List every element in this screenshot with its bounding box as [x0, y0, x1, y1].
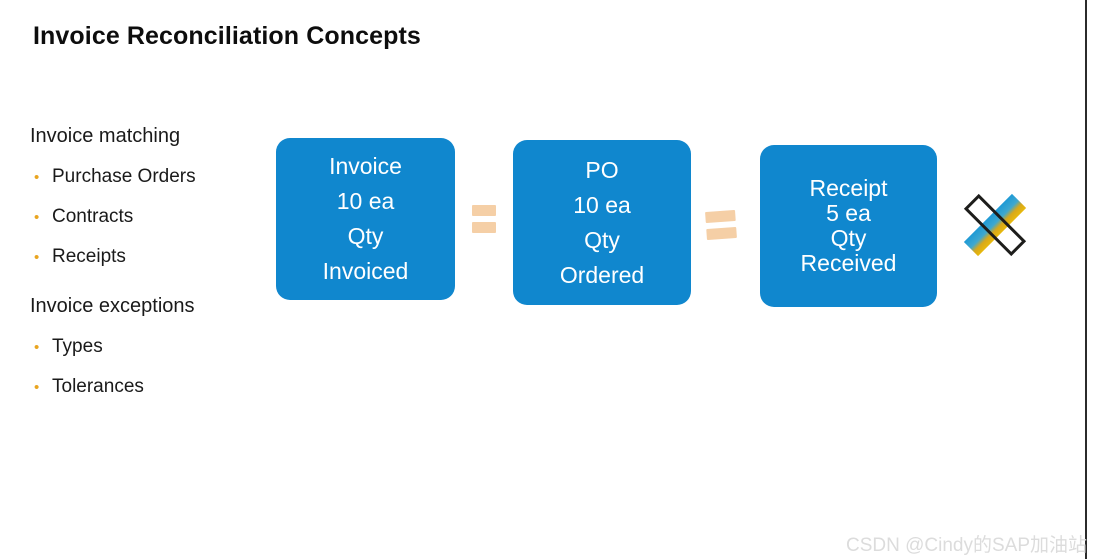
flow-box-receipt-line-2: 5 ea — [826, 200, 871, 226]
bullet-dot-icon: • — [34, 209, 40, 226]
bullet-dot-icon: • — [34, 339, 40, 356]
list-item: • Purchase Orders — [30, 167, 280, 186]
outline-panel: Invoice matching • Purchase Orders • Con… — [30, 126, 280, 396]
bullet-dot-icon: • — [34, 249, 40, 266]
list-item: • Types — [30, 337, 280, 356]
list-item-label: Tolerances — [52, 376, 144, 397]
equals-bar-top — [472, 205, 496, 216]
flow-box-po: PO 10 ea Qty Ordered — [513, 140, 691, 305]
flow-box-po-line-3: Qty — [584, 226, 620, 253]
flow-box-receipt: Receipt 5 ea Qty Received — [760, 145, 937, 307]
outline-heading-invoice-matching: Invoice matching — [30, 125, 181, 147]
flow-box-po-line-2: 10 ea — [573, 191, 631, 218]
flow-box-invoice-line-2: 10 ea — [336, 188, 395, 214]
flow-box-invoice-line-3: Qty — [347, 223, 384, 249]
equals-bar-bottom — [472, 222, 496, 233]
list-item: • Contracts — [30, 207, 280, 226]
bullet-dot-icon: • — [34, 379, 40, 396]
flow-box-invoice: Invoice 10 ea Qty Invoiced — [276, 138, 455, 300]
list-item-label: Purchase Orders — [52, 166, 196, 187]
flow-box-receipt-line-4: Received — [800, 250, 897, 276]
csdn-watermark: CSDN @Cindy的SAP加油站 — [846, 535, 1087, 556]
page-title: Invoice Reconciliation Concepts — [33, 22, 421, 50]
equals-operator-2 — [705, 209, 737, 241]
list-item-label: Receipts — [52, 246, 126, 267]
list-item-label: Contracts — [52, 206, 134, 227]
list-item: • Receipts — [30, 247, 280, 266]
outline-heading-invoice-exceptions: Invoice exceptions — [30, 295, 195, 317]
list-item-label: Types — [52, 336, 103, 357]
bullet-dot-icon: • — [34, 169, 40, 186]
crossed-bars-logo-icon — [963, 193, 1027, 257]
equals-bar-top — [705, 209, 736, 224]
list-item: • Tolerances — [30, 377, 280, 396]
flow-box-receipt-line-1: Receipt — [809, 175, 888, 201]
flow-box-po-line-4: Ordered — [559, 261, 645, 288]
equals-bar-bottom — [706, 226, 737, 241]
right-edge-rule — [1085, 0, 1087, 559]
flow-box-po-line-1: PO — [585, 156, 619, 183]
flow-box-invoice-line-4: Invoiced — [322, 258, 409, 284]
equals-operator-1 — [472, 205, 496, 233]
flow-box-receipt-line-3: Qty — [830, 225, 867, 251]
flow-box-invoice-line-1: Invoice — [329, 153, 402, 179]
